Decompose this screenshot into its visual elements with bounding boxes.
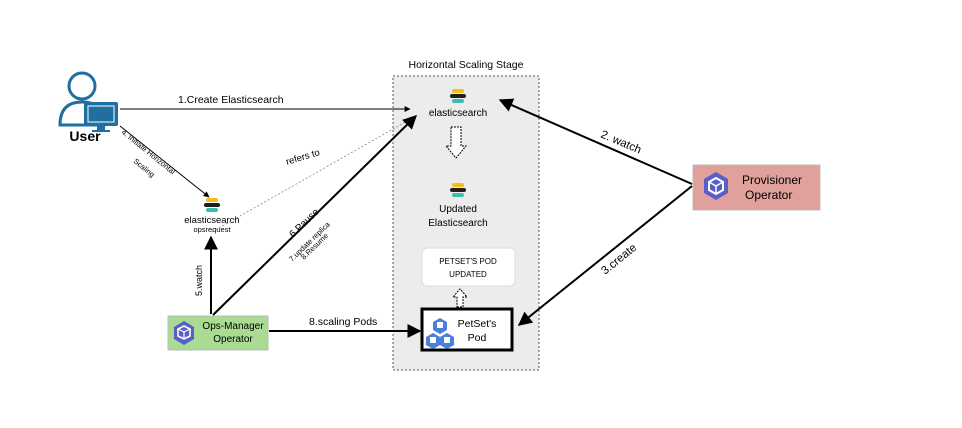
ops-manager-line-2: Operator	[213, 334, 253, 345]
provisioner-operator-icon	[704, 172, 728, 200]
elasticsearch-icon	[204, 198, 220, 212]
arrow-refers-to	[211, 116, 415, 233]
provisioner-line-1: Provisioner	[742, 173, 802, 187]
petset-pod-icon	[426, 318, 454, 349]
user-icon	[58, 71, 118, 132]
label-scaling-pods: 8.scaling Pods	[309, 316, 377, 328]
ops-manager-operator-node: Ops-Manager Operator	[167, 315, 269, 351]
provisioner-operator-node: Provisioner Operator	[692, 164, 821, 211]
updated-label-1: Updated	[439, 204, 477, 215]
arrow-watch-2	[498, 98, 693, 185]
arrow-pause	[212, 115, 417, 316]
elasticsearch-label: elasticsearch	[429, 108, 487, 119]
elasticsearch-icon	[450, 89, 466, 103]
arrow-create-3	[517, 185, 693, 326]
arrow-initiate	[119, 125, 210, 198]
petset-pod-line-2: Pod	[468, 332, 487, 344]
petset-pod-node: PetSet's Pod	[420, 307, 514, 352]
hollow-down-arrow	[444, 126, 468, 159]
elasticsearch-node: elasticsearch	[429, 89, 487, 119]
user-node: User	[58, 71, 118, 144]
petset-pod-updated-box: PETSET'S POD UPDATED	[421, 247, 516, 287]
ops-manager-line-1: Ops-Manager	[202, 321, 264, 332]
elasticsearch-icon	[450, 183, 466, 197]
provisioner-line-2: Operator	[745, 188, 792, 202]
opsrequest-sub: opsrequest	[193, 225, 231, 234]
opsrequest-node: elasticsearch opsrequest	[184, 198, 240, 234]
user-label: User	[69, 128, 101, 144]
updated-elasticsearch-node: Updated Elasticsearch	[428, 183, 488, 229]
stage-title: Horizontal Scaling Stage	[409, 59, 524, 71]
petset-updated-line-1: PETSET'S POD	[439, 257, 497, 266]
ops-manager-operator-icon	[174, 321, 194, 345]
opsrequest-brand: elasticsearch	[184, 215, 239, 226]
label-create-es: 1.Create Elasticsearch	[178, 94, 284, 106]
petset-pod-line-1: PetSet's	[458, 318, 497, 330]
hollow-up-arrow	[451, 288, 469, 308]
updated-label-2: Elasticsearch	[428, 218, 487, 229]
label-refers-to: refers to	[285, 147, 322, 168]
label-create-3: 3.create	[599, 242, 639, 277]
petset-updated-line-2: UPDATED	[449, 270, 487, 279]
label-watch-5: 5.watch	[194, 265, 204, 296]
